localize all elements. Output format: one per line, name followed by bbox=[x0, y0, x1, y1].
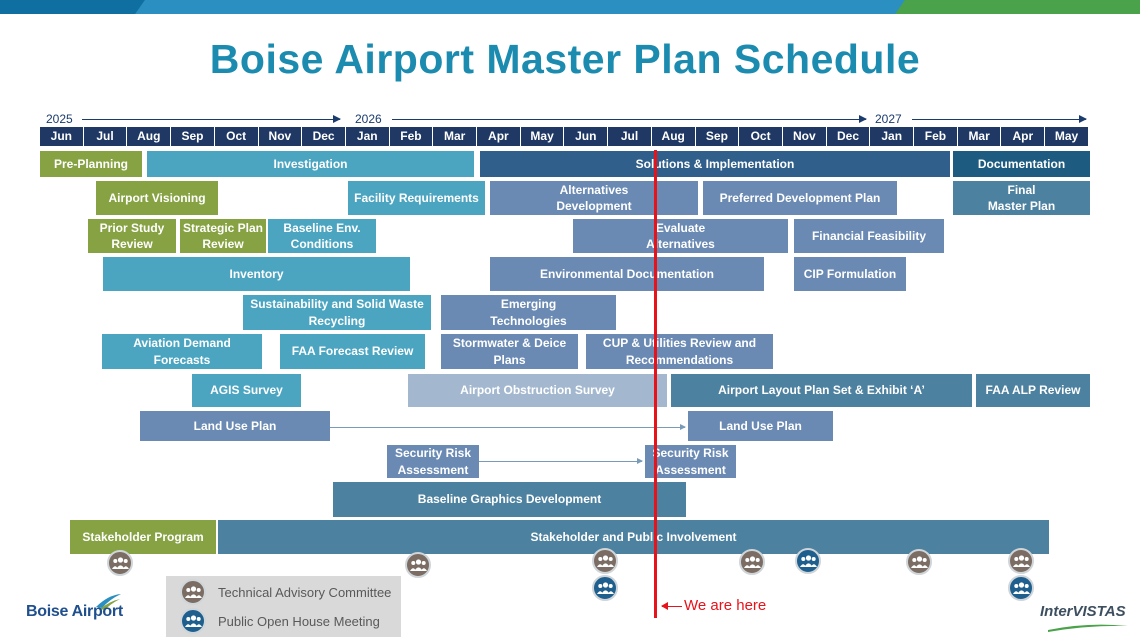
month-cell: Mar bbox=[433, 127, 478, 146]
we-are-here-arrow bbox=[661, 602, 682, 610]
tac-meeting-icon bbox=[739, 549, 765, 575]
intervistas-swoosh-icon bbox=[1048, 624, 1128, 632]
month-cell: Dec bbox=[826, 127, 871, 146]
month-cell: Feb bbox=[389, 127, 434, 146]
month-cell: Jul bbox=[83, 127, 128, 146]
we-are-here-label: We are here bbox=[684, 597, 767, 614]
task-inventory: Inventory bbox=[103, 257, 410, 291]
task-land-use-plan-end: Land Use Plan bbox=[688, 411, 833, 441]
month-cell: Oct bbox=[214, 127, 259, 146]
task-stormwater-deice-plans: Stormwater & Deice Plans bbox=[441, 334, 578, 369]
month-header-row: Jun Jul Aug Sep Oct Nov Dec Jan Feb Mar … bbox=[40, 127, 1089, 146]
task-alp-set-exhibit-a: Airport Layout Plan Set & Exhibit ‘A’ bbox=[671, 374, 972, 407]
month-cell: Nov bbox=[782, 127, 827, 146]
security-risk-connector-arrow bbox=[479, 458, 643, 464]
month-cell: May bbox=[1045, 127, 1089, 146]
current-date-marker-line bbox=[654, 150, 657, 618]
tac-meeting-icon bbox=[107, 550, 133, 576]
boise-logo-text: Boise Airport bbox=[26, 603, 123, 620]
tac-meeting-icon bbox=[405, 552, 431, 578]
task-cip-formulation: CIP Formulation bbox=[794, 257, 906, 291]
tac-meeting-icon bbox=[592, 548, 618, 574]
month-cell: Nov bbox=[258, 127, 303, 146]
phase-pre-planning: Pre-Planning bbox=[40, 151, 142, 177]
phase-investigation: Investigation bbox=[147, 151, 474, 177]
month-cell: Mar bbox=[957, 127, 1002, 146]
top-decorative-band bbox=[0, 0, 1140, 14]
page-title: Boise Airport Master Plan Schedule bbox=[209, 36, 921, 82]
month-cell: Jun bbox=[40, 127, 84, 146]
boise-airport-logo: Boise Airport bbox=[24, 593, 134, 627]
task-evaluate-alternatives: Evaluate Alternatives bbox=[573, 219, 788, 253]
meeting-legend: Technical Advisory Committee Public Open… bbox=[166, 576, 401, 637]
month-cell: Jan bbox=[345, 127, 390, 146]
boise-logo-swoosh-icon bbox=[96, 594, 121, 610]
tac-meeting-icon bbox=[180, 579, 206, 605]
year-arrow-2026 bbox=[392, 115, 867, 123]
month-cell: Sep bbox=[171, 127, 215, 146]
month-cell: Apr bbox=[1001, 127, 1046, 146]
month-cell: Aug bbox=[127, 127, 172, 146]
poh-meeting-icon bbox=[795, 548, 821, 574]
month-cell: Jan bbox=[870, 127, 915, 146]
task-final-master-plan: Final Master Plan bbox=[953, 181, 1090, 215]
phase-solutions-implementation: Solutions & Implementation bbox=[480, 151, 950, 177]
phase-documentation: Documentation bbox=[953, 151, 1090, 177]
month-cell: Oct bbox=[739, 127, 783, 146]
task-environmental-documentation: Environmental Documentation bbox=[490, 257, 764, 291]
poh-meeting-icon bbox=[180, 608, 206, 634]
task-strategic-plan-review: Strategic Plan Review bbox=[180, 219, 266, 253]
task-prior-study-review: Prior Study Review bbox=[88, 219, 176, 253]
month-cell: Apr bbox=[477, 127, 521, 146]
year-arrow-2027 bbox=[912, 115, 1087, 123]
task-facility-requirements: Facility Requirements bbox=[348, 181, 485, 215]
month-cell: May bbox=[520, 127, 565, 146]
task-stakeholder-program: Stakeholder Program bbox=[70, 520, 216, 554]
month-cell: Jul bbox=[608, 127, 652, 146]
month-cell: Feb bbox=[914, 127, 958, 146]
task-financial-feasibility: Financial Feasibility bbox=[794, 219, 944, 253]
month-cell: Dec bbox=[302, 127, 346, 146]
task-aviation-demand-forecasts: Aviation Demand Forecasts bbox=[102, 334, 262, 369]
legend-tac-label: Technical Advisory Committee bbox=[218, 584, 392, 600]
task-preferred-development-plan: Preferred Development Plan bbox=[703, 181, 897, 215]
task-sustainability-solid-waste: Sustainability and Solid Waste Recycling bbox=[243, 295, 431, 330]
poh-meeting-icon bbox=[1008, 575, 1034, 601]
month-cell: Sep bbox=[695, 127, 740, 146]
intervistas-logo-text: InterVISTAS bbox=[1040, 603, 1126, 620]
task-cup-utilities-review: CUP & Utilities Review and Recommendatio… bbox=[586, 334, 773, 369]
task-airport-obstruction-survey: Airport Obstruction Survey bbox=[408, 374, 667, 407]
land-use-plan-connector-arrow bbox=[330, 424, 686, 430]
task-emerging-technologies: Emerging Technologies bbox=[441, 295, 616, 330]
year-label-2027: 2027 bbox=[875, 112, 902, 126]
task-baseline-graphics-development: Baseline Graphics Development bbox=[333, 482, 686, 517]
task-stakeholder-public-involvement: Stakeholder and Public Involvement bbox=[218, 520, 1049, 554]
tac-meeting-icon bbox=[1008, 548, 1034, 574]
year-label-2026: 2026 bbox=[355, 112, 382, 126]
task-baseline-env-conditions: Baseline Env. Conditions bbox=[268, 219, 376, 253]
task-faa-forecast-review: FAA Forecast Review bbox=[280, 334, 425, 369]
task-agis-survey: AGIS Survey bbox=[192, 374, 301, 407]
year-arrow-2025 bbox=[82, 115, 341, 123]
poh-meeting-icon bbox=[592, 575, 618, 601]
task-alternatives-development: Alternatives Development bbox=[490, 181, 698, 215]
month-cell: Aug bbox=[651, 127, 696, 146]
tac-meeting-icon bbox=[906, 549, 932, 575]
task-security-risk-end: Security Risk Assessment bbox=[645, 445, 736, 478]
task-airport-visioning: Airport Visioning bbox=[96, 181, 218, 215]
year-label-2025: 2025 bbox=[46, 112, 73, 126]
task-security-risk-start: Security Risk Assessment bbox=[387, 445, 479, 478]
month-cell: Jun bbox=[564, 127, 609, 146]
legend-poh-label: Public Open House Meeting bbox=[218, 613, 380, 629]
task-faa-alp-review: FAA ALP Review bbox=[976, 374, 1090, 407]
task-land-use-plan-start: Land Use Plan bbox=[140, 411, 330, 441]
